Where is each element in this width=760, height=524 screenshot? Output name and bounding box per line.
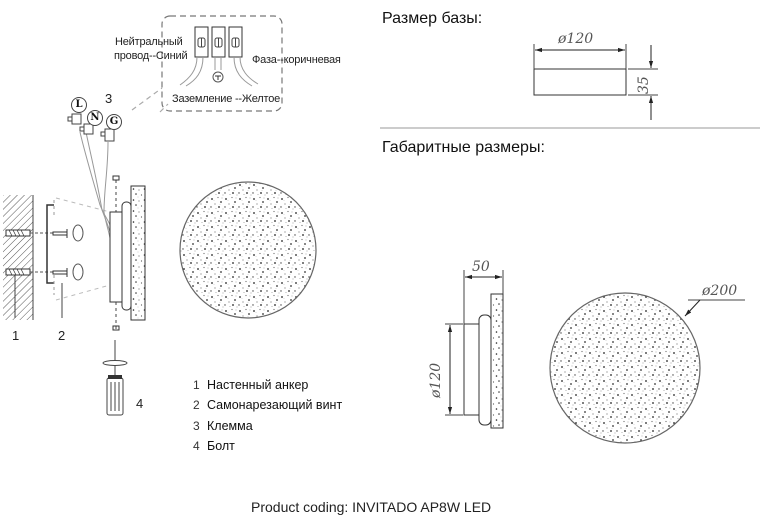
terminal-l-label: L xyxy=(71,97,87,113)
legend-item-label: Настенный анкер xyxy=(207,378,309,392)
base-diameter-label: ø120 xyxy=(558,31,594,47)
overall-front-view xyxy=(549,292,745,444)
legend-item: 2 Самонарезающий винт xyxy=(193,398,342,412)
overall-base-diameter-label: ø120 xyxy=(428,362,444,398)
callout-4: 4 xyxy=(136,396,144,411)
overall-side-view xyxy=(445,270,504,429)
installation-exploded-view xyxy=(3,113,146,416)
overall-size-heading: Габаритные размеры: xyxy=(382,139,545,156)
ground-wire-label: Заземление --Желтое xyxy=(172,93,281,105)
legend-item-number: 4 xyxy=(193,439,200,453)
callout-3: 3 xyxy=(105,91,113,106)
base-height-label: 35 xyxy=(636,56,652,94)
legend-item-number: 1 xyxy=(193,378,200,392)
terminal-g-label: G xyxy=(106,114,122,130)
base-height-value: 35 xyxy=(636,76,652,94)
neutral-wire-label-line1: Нейтральный xyxy=(115,36,183,48)
terminal-n-label: N xyxy=(87,110,103,126)
legend-item: 3 Клемма xyxy=(193,419,253,433)
product-coding: Product coding: INVITADO AP8W LED xyxy=(251,499,492,515)
neutral-wire-label-line2: провод--Синий xyxy=(114,50,188,62)
legend-item-number: 3 xyxy=(193,419,200,433)
legend-item-label: Самонарезающий винт xyxy=(207,398,343,412)
overall-depth-label: 50 xyxy=(472,259,490,275)
legend-item-label: Клемма xyxy=(207,419,253,433)
shade-front-view xyxy=(179,181,317,319)
base-size-heading: Размер базы: xyxy=(382,10,483,27)
callout-2: 2 xyxy=(58,328,66,343)
wiring-detail-box xyxy=(161,15,283,112)
callout-1: 1 xyxy=(12,328,20,343)
legend-item: 4 Болт xyxy=(193,439,235,453)
legend-item-label: Болт xyxy=(207,439,235,453)
legend-item-number: 2 xyxy=(193,398,200,412)
base-size-drawing xyxy=(533,44,658,120)
overall-shade-diameter-label: ø200 xyxy=(702,283,738,299)
legend-item: 1 Настенный анкер xyxy=(193,378,308,392)
phase-wire-label: Фаза--коричневая xyxy=(252,54,341,66)
